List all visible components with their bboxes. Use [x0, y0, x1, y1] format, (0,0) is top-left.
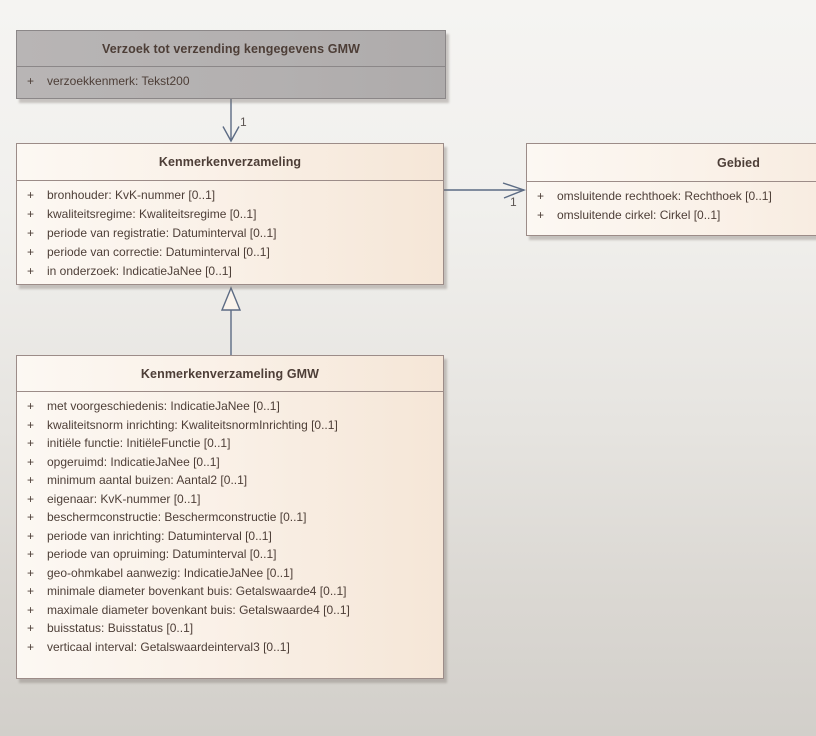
attribute-row: + beschermconstructie: Beschermconstructi… — [17, 508, 443, 527]
visibility-symbol: + — [27, 74, 35, 88]
multiplicity-label: 1 — [240, 115, 247, 129]
attribute-text: met voorgeschiedenis: IndicatieJaNee [0.… — [47, 399, 280, 413]
attribute-text: periode van opruiming: Datuminterval [0.… — [47, 547, 277, 561]
multiplicity-label: 1 — [510, 195, 517, 209]
attribute-row: + periode van registratie: Datuminterval … — [17, 224, 443, 243]
class-kenmerkenverzameling-gmw: Kenmerkenverzameling GMW + met voorgeschi… — [16, 355, 444, 679]
attribute-text: omsluitende cirkel: Cirkel [0..1] — [557, 208, 721, 222]
attribute-row: + in onderzoek: IndicatieJaNee [0..1] — [17, 262, 443, 281]
attribute-text: initiële functie: InitiëleFunctie [0..1] — [47, 436, 231, 450]
visibility-symbol: + — [27, 207, 35, 221]
visibility-symbol: + — [27, 245, 35, 259]
class-title: Kenmerkenverzameling — [17, 144, 443, 181]
attribute-text: minimale diameter bovenkant buis: Getals… — [47, 584, 347, 598]
generalization-arrow-gmw-kenmerkenverzameling — [220, 286, 242, 355]
visibility-symbol: + — [27, 621, 35, 635]
class-kenmerkenverzameling: Kenmerkenverzameling + bronhouder: KvK-nu… — [16, 143, 444, 285]
visibility-symbol: + — [537, 189, 545, 203]
attribute-row: + kwaliteitsnorm inrichting: Kwaliteitsno… — [17, 416, 443, 435]
visibility-symbol: + — [27, 417, 35, 432]
class-gebied: Gebied + omsluitende rechthoek: Rechthoek… — [526, 143, 816, 236]
attribute-text: buisstatus: Buisstatus [0..1] — [47, 621, 194, 635]
attribute-text: geo-ohmkabel aanwezig: IndicatieJaNee [0… — [47, 565, 294, 580]
visibility-symbol: + — [27, 491, 35, 506]
attribute-row: + bronhouder: KvK-nummer [0..1] — [17, 186, 443, 205]
class-verzoek-tot-verzending-kengegevens-gmw: Verzoek tot verzending kengegevens GMW +… — [16, 30, 446, 99]
attribute-row: + maximale diameter bovenkant buis: Getal… — [17, 601, 443, 620]
attribute-compartment: + met voorgeschiedenis: IndicatieJaNee [0… — [17, 392, 443, 656]
class-title: Verzoek tot verzending kengegevens GMW — [17, 31, 445, 67]
attribute-compartment: + omsluitende rechthoek: Rechthoek [0..1]… — [527, 182, 816, 225]
attribute-row: + periode van opruiming: Datuminterval [0… — [17, 545, 443, 564]
attribute-compartment: + bronhouder: KvK-nummer [0..1] + kwaliteit… — [17, 181, 443, 281]
attribute-row: + omsluitende cirkel: Cirkel [0..1] — [527, 206, 816, 225]
attribute-text: opgeruimd: IndicatieJaNee [0..1] — [47, 454, 220, 469]
attribute-row: + met voorgeschiedenis: IndicatieJaNee [0… — [17, 397, 443, 416]
attribute-text: eigenaar: KvK-nummer [0..1] — [47, 491, 201, 506]
visibility-symbol: + — [27, 547, 35, 561]
attribute-row: + geo-ohmkabel aanwezig: IndicatieJaNee [… — [17, 564, 443, 583]
attribute-row: + verzoekkenmerk: Tekst200 — [17, 72, 445, 91]
attribute-text: kwaliteitsnorm inrichting: Kwaliteitsnor… — [47, 417, 338, 432]
association-arrow-verzoek-kenmerkenverzameling — [222, 99, 240, 143]
visibility-symbol: + — [537, 208, 545, 222]
attribute-text: periode van inrichting: Datuminterval [0… — [47, 528, 272, 543]
attribute-text: kwaliteitsregime: Kwaliteitsregime [0..1… — [47, 207, 257, 221]
attribute-row: + initiële functie: InitiëleFunctie [0..1… — [17, 434, 443, 453]
attribute-text: maximale diameter bovenkant buis: Getals… — [47, 602, 350, 617]
visibility-symbol: + — [27, 188, 35, 202]
attribute-text: in onderzoek: IndicatieJaNee [0..1] — [47, 264, 232, 278]
visibility-symbol: + — [27, 602, 35, 617]
visibility-symbol: + — [27, 639, 35, 654]
class-title: Gebied — [527, 144, 816, 182]
attribute-text: verticaal interval: Getalswaardeinterval… — [47, 639, 290, 654]
visibility-symbol: + — [27, 510, 35, 524]
attribute-text: verzoekkenmerk: Tekst200 — [47, 74, 190, 88]
attribute-text: omsluitende rechthoek: Rechthoek [0..1] — [557, 189, 772, 203]
class-title: Kenmerkenverzameling GMW — [17, 356, 443, 392]
attribute-row: + periode van correctie: Datuminterval [0… — [17, 243, 443, 262]
attribute-text: periode van registratie: Datuminterval [… — [47, 226, 277, 240]
visibility-symbol: + — [27, 565, 35, 580]
attribute-text: periode van correctie: Datuminterval [0.… — [47, 245, 270, 259]
attribute-row: + verticaal interval: Getalswaardeinterva… — [17, 638, 443, 657]
attribute-row: + kwaliteitsregime: Kwaliteitsregime [0..… — [17, 205, 443, 224]
attribute-row: + eigenaar: KvK-nummer [0..1] — [17, 490, 443, 509]
visibility-symbol: + — [27, 454, 35, 469]
attribute-row: + opgeruimd: IndicatieJaNee [0..1] — [17, 453, 443, 472]
visibility-symbol: + — [27, 399, 35, 413]
attribute-text: beschermconstructie: Beschermconstructie… — [47, 510, 307, 524]
visibility-symbol: + — [27, 436, 35, 450]
attribute-row: + minimum aantal buizen: Aantal2 [0..1] — [17, 471, 443, 490]
attribute-row: + periode van inrichting: Datuminterval [… — [17, 527, 443, 546]
attribute-compartment: + verzoekkenmerk: Tekst200 — [17, 67, 445, 91]
visibility-symbol: + — [27, 226, 35, 240]
attribute-text: bronhouder: KvK-nummer [0..1] — [47, 188, 216, 202]
visibility-symbol: + — [27, 584, 35, 598]
attribute-row: + minimale diameter bovenkant buis: Getal… — [17, 582, 443, 601]
visibility-symbol: + — [27, 473, 35, 487]
visibility-symbol: + — [27, 528, 35, 543]
attribute-row: + buisstatus: Buisstatus [0..1] — [17, 619, 443, 638]
visibility-symbol: + — [27, 264, 35, 278]
attribute-row: + omsluitende rechthoek: Rechthoek [0..1] — [527, 187, 816, 206]
attribute-text: minimum aantal buizen: Aantal2 [0..1] — [47, 473, 248, 487]
